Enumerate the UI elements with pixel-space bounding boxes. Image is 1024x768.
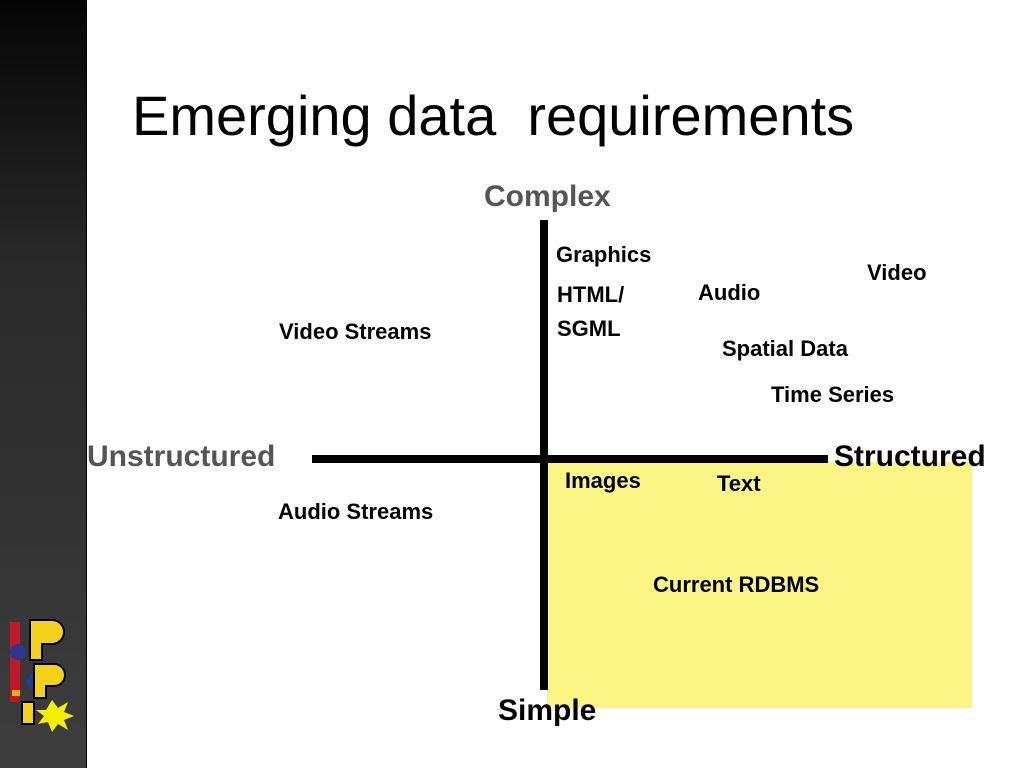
pipe-logo-icon xyxy=(10,619,74,732)
axis-label-structured: Structured xyxy=(834,440,986,473)
item-sgml: SGML xyxy=(557,316,621,341)
item-time-series: Time Series xyxy=(771,382,895,407)
item-video: Video xyxy=(867,260,927,285)
horizontal-axis-line xyxy=(312,455,828,463)
item-text: Text xyxy=(717,471,761,496)
item-graphics: Graphics xyxy=(556,242,652,267)
item-video-streams: Video Streams xyxy=(279,319,432,344)
item-images: Images xyxy=(565,468,641,493)
axis-label-unstructured: Unstructured xyxy=(87,440,276,473)
item-audio: Audio xyxy=(698,280,761,305)
sidebar-decoration xyxy=(0,0,87,768)
axis-label-complex: Complex xyxy=(484,180,611,213)
axis-label-simple: Simple xyxy=(498,694,597,727)
item-html: HTML/ xyxy=(557,282,625,307)
item-audio-streams: Audio Streams xyxy=(278,499,434,524)
current-rdbms-region xyxy=(547,462,972,708)
item-spatial-data: Spatial Data xyxy=(722,336,848,361)
item-current-rdbms: Current RDBMS xyxy=(653,572,820,597)
slide-title: Emerging data requirements xyxy=(132,84,855,147)
